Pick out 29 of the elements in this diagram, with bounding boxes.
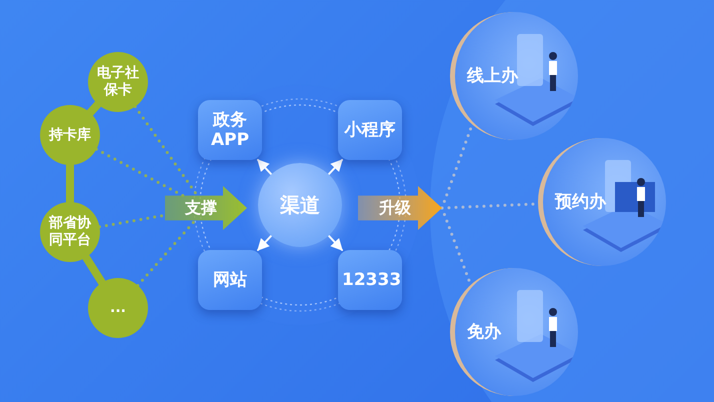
connector-line bbox=[82, 253, 106, 287]
node-label: 升级 bbox=[379, 198, 411, 218]
channel-card bbox=[198, 100, 262, 160]
arrow bbox=[257, 234, 272, 251]
node-label: 渠道 bbox=[280, 193, 320, 217]
node-label: 政务APP bbox=[210, 110, 250, 150]
node-label: 网站 bbox=[212, 270, 248, 290]
node-label: 电子社保卡 bbox=[96, 65, 140, 99]
dotted-connector bbox=[94, 148, 184, 198]
arrow bbox=[328, 234, 343, 251]
arrow bbox=[257, 159, 272, 176]
arrow-shape bbox=[358, 186, 442, 230]
channel-card bbox=[338, 250, 402, 310]
arrow-shape bbox=[165, 186, 247, 230]
node-label: 线上办 bbox=[467, 66, 518, 86]
node-label: 支撑 bbox=[185, 198, 217, 218]
channel-card bbox=[198, 250, 262, 310]
node-label: 预约办 bbox=[555, 192, 606, 212]
dotted-connector bbox=[136, 218, 197, 287]
hub-circle bbox=[258, 163, 342, 247]
node-label: 小程序 bbox=[343, 120, 396, 140]
arrow bbox=[328, 159, 343, 176]
node-label: 持卡库 bbox=[48, 126, 92, 144]
connector-line bbox=[86, 100, 102, 117]
channel-card bbox=[338, 100, 402, 160]
node-label: 免办 bbox=[467, 322, 501, 342]
node-label: 部省协同平台 bbox=[48, 215, 92, 249]
node-label: ... bbox=[109, 300, 127, 316]
node-label: 12333 bbox=[342, 270, 398, 290]
